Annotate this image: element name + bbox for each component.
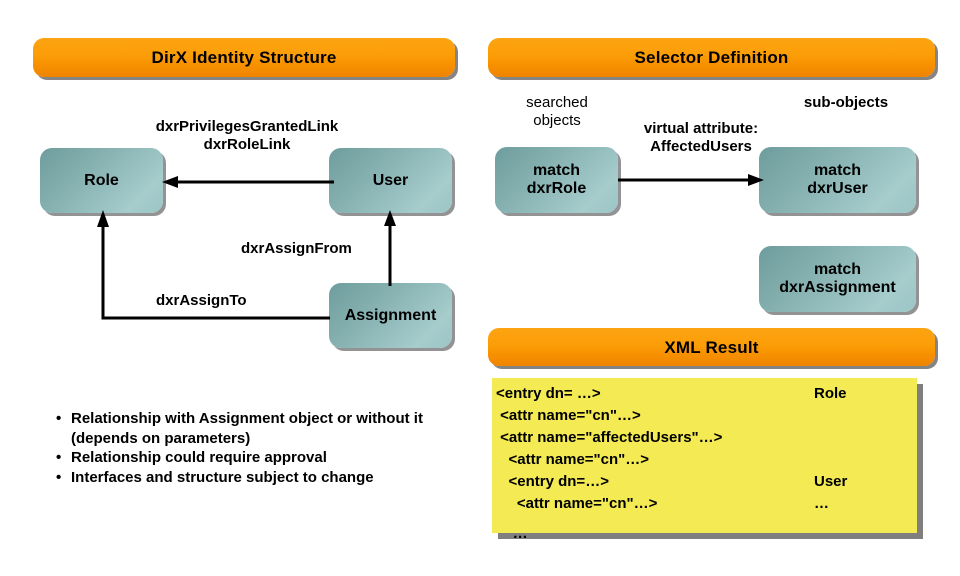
xml-annotation-role: Role (814, 385, 847, 402)
caption-searched-objects-line2: objects (533, 112, 581, 129)
bullet-marker-icon: • (56, 449, 62, 466)
xml-code-line: <attr name="cn"…> (496, 407, 641, 424)
list-item-label: Relationship could require approval (71, 449, 327, 466)
list-item-label: Relationship with Assignment object or w… (71, 410, 423, 447)
banner-xml-result: XML Result (488, 328, 935, 366)
notes-bullet-list: • Relationship with Assignment object or… (56, 409, 466, 487)
node-match-dxrassignment-line1: match (813, 261, 862, 279)
xml-code-line: <attr name="cn"…> (496, 495, 658, 512)
node-role-label: Role (84, 171, 119, 189)
node-match-dxrrole-line2: dxrRole (526, 180, 587, 197)
edge-label-dxrassignto: dxrAssignTo (156, 292, 247, 309)
xml-code-line: <entry dn=…> (496, 473, 609, 490)
list-item: • Relationship could require approval (56, 448, 466, 468)
node-match-dxruser-line1: match (813, 162, 862, 180)
arrow-assignment-to-user (384, 210, 396, 286)
caption-virtual-attribute-line2: AffectedUsers (650, 138, 752, 155)
node-assignment[interactable]: Assignment (329, 283, 452, 348)
node-match-dxruser[interactable]: match dxrUser (759, 147, 916, 213)
banner-selector-definition-label: Selector Definition (634, 48, 789, 67)
arrow-user-to-role (162, 176, 334, 188)
xml-result-panel: <entry dn= …> <attr name="cn"…> <attr na… (492, 378, 917, 541)
node-match-dxrrole-line1: match (532, 162, 581, 180)
bullet-marker-icon: • (56, 410, 62, 427)
xml-code-line: <attr name="cn"…> (496, 451, 650, 468)
xml-annotation-ellipsis: … (814, 495, 829, 512)
caption-searched-objects-line1: searched (526, 94, 588, 111)
banner-dirx-identity-structure: DirX Identity Structure (33, 38, 455, 77)
caption-virtual-attribute-line1: virtual attribute: (643, 120, 759, 137)
edge-label-dxrrolelink: dxrRoleLink (203, 136, 291, 153)
caption-sub-objects: sub-objects (803, 94, 889, 111)
node-user[interactable]: User (329, 148, 452, 213)
banner-selector-definition: Selector Definition (488, 38, 935, 77)
xml-annotation-user: User (814, 473, 848, 490)
bullet-marker-icon: • (56, 468, 62, 486)
banner-xml-result-label: XML Result (664, 337, 759, 357)
edge-label-dxrassignfrom: dxrAssignFrom (241, 240, 352, 257)
arrow-match-dxrrole-to-match-dxruser (618, 174, 764, 186)
node-match-dxrrole[interactable]: match dxrRole (495, 147, 618, 213)
list-item: • Interfaces and structure subject to ch… (56, 468, 466, 488)
node-user-label: User (372, 171, 409, 189)
node-match-dxrassignment-line2: dxrAssignment (779, 279, 896, 296)
xml-code-line: <attr name="affectedUsers"…> (496, 429, 723, 446)
banner-dirx-identity-structure-label: DirX Identity Structure (151, 48, 337, 67)
xml-code-line: <entry dn= …> (496, 385, 601, 402)
node-assignment-label: Assignment (344, 306, 437, 324)
xml-code-line: … (496, 525, 528, 542)
list-item: • Relationship with Assignment object or… (56, 409, 466, 448)
node-match-dxrassignment[interactable]: match dxrAssignment (759, 246, 916, 312)
node-role[interactable]: Role (40, 148, 163, 213)
arrow-assignment-to-role (97, 210, 330, 320)
edge-label-dxrprivilegesgrantedlink: dxrPrivilegesGrantedLink (155, 118, 339, 135)
node-match-dxruser-line2: dxrUser (807, 180, 868, 197)
list-item-label: Interfaces and structure subject to chan… (71, 468, 374, 486)
